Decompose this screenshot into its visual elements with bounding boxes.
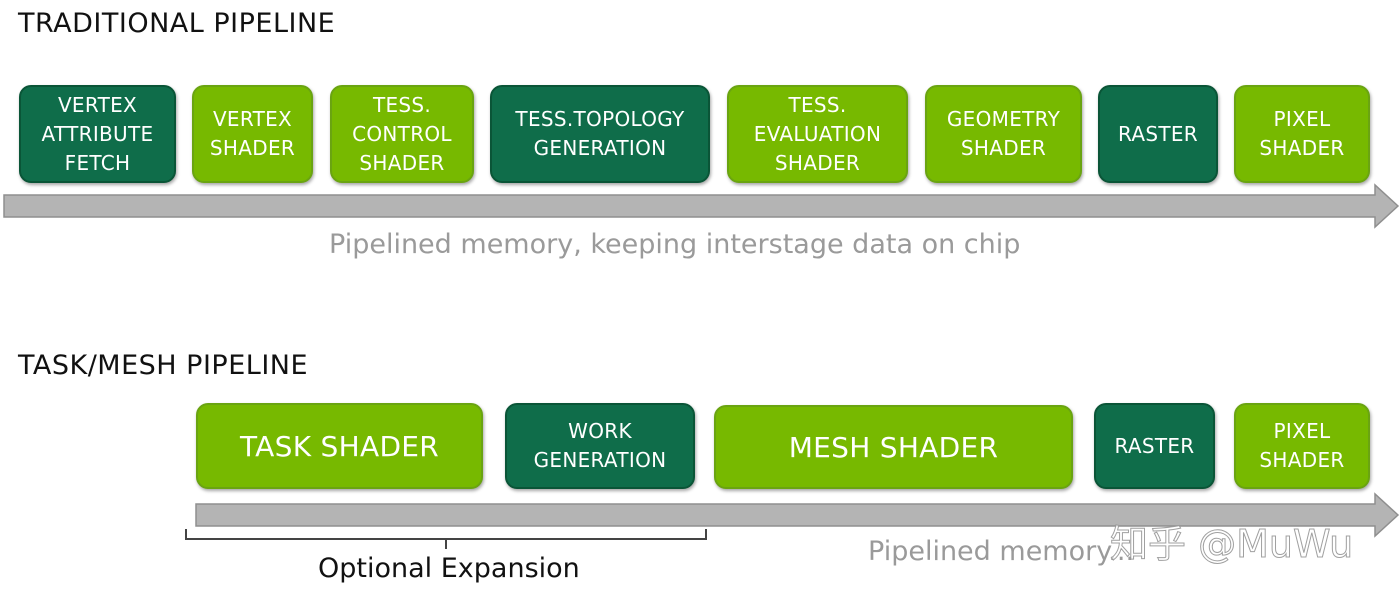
stage-label-line: SHADER xyxy=(774,150,861,175)
traditional-pipeline-note: Pipelined memory, keeping interstage dat… xyxy=(329,229,1021,260)
mesh-stage-task-shader: TASK SHADER xyxy=(196,403,483,489)
stage-label-line: PIXEL xyxy=(1273,419,1331,443)
traditional-stage-geometry-shader: GEOMETRY SHADER xyxy=(925,85,1082,183)
stage-label-line: SHADER xyxy=(1259,136,1345,160)
stage-label-line: WORK xyxy=(568,419,632,443)
stage-label-line: VERTEX xyxy=(212,107,293,131)
stage-label-line: TESS. xyxy=(788,92,847,117)
optional-expansion-label: Optional Expansion xyxy=(318,553,580,584)
traditional-stage-vertex-attribute-fetch: VERTEX ATTRIBUTE FETCH xyxy=(19,85,176,183)
stage-label-line: TESS. xyxy=(372,92,432,117)
traditional-pipeline-arrow xyxy=(3,183,1400,229)
stage-label-line: VERTEX xyxy=(57,92,138,117)
stage-label-line: GENERATION xyxy=(533,448,667,472)
stage-label-line: TASK SHADER xyxy=(239,429,440,463)
stage-label-line: ATTRIBUTE xyxy=(41,121,154,146)
stage-label-line: SHADER xyxy=(1259,448,1345,472)
task-mesh-pipeline-arrow xyxy=(195,492,1400,538)
traditional-stage-tess-control-shader: TESS. CONTROL SHADER xyxy=(330,85,474,183)
stage-label-line: MESH SHADER xyxy=(788,430,999,464)
stage-label-line: SHADER xyxy=(960,136,1047,160)
stage-label-line: SHADER xyxy=(359,150,445,175)
watermark-text: 知乎 @MuWu xyxy=(1109,522,1354,567)
stage-label-line: FETCH xyxy=(64,150,131,175)
stage-label-line: EVALUATION xyxy=(753,121,882,146)
mesh-stage-mesh-shader: MESH SHADER xyxy=(714,405,1073,489)
stage-label-line: GENERATION xyxy=(533,136,667,160)
mesh-stage-work-generation: WORK GENERATION xyxy=(505,403,695,489)
stage-label-line: GEOMETRY xyxy=(946,107,1061,131)
traditional-stage-tess-topology-generation: TESS.TOPOLOGY GENERATION xyxy=(490,85,710,183)
stage-label-line: RASTER xyxy=(1117,121,1198,146)
stage-label-line: TESS.TOPOLOGY xyxy=(515,107,685,131)
optional-expansion-bracket xyxy=(185,529,707,549)
traditional-stage-vertex-shader: VERTEX SHADER xyxy=(192,85,313,183)
stage-label-line: PIXEL xyxy=(1273,107,1331,131)
traditional-stage-tess-evaluation-shader: TESS. EVALUATION SHADER xyxy=(727,85,908,183)
traditional-pipeline-title: TRADITIONAL PIPELINE xyxy=(18,8,336,39)
stage-label-line: RASTER xyxy=(1114,433,1195,458)
task-mesh-pipeline-note: Pipelined memory... xyxy=(868,536,1135,567)
task-mesh-pipeline-title: TASK/MESH PIPELINE xyxy=(18,350,309,381)
stage-label-line: CONTROL xyxy=(352,121,452,146)
mesh-stage-raster: RASTER xyxy=(1094,403,1215,489)
traditional-stage-raster: RASTER xyxy=(1098,85,1218,183)
stage-label-line: SHADER xyxy=(209,136,296,160)
mesh-stage-pixel-shader: PIXEL SHADER xyxy=(1234,403,1370,489)
traditional-stage-pixel-shader: PIXEL SHADER xyxy=(1234,85,1370,183)
